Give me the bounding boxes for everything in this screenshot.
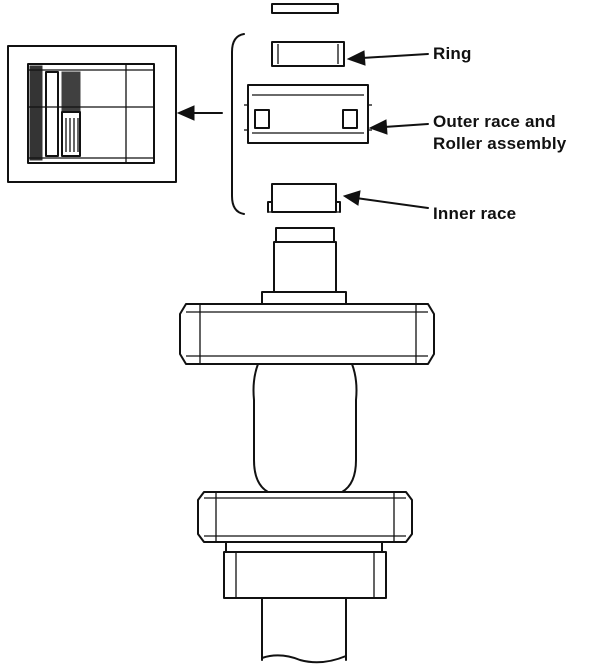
shaft-journal: [261, 227, 347, 305]
label-outer-race-line2: Roller assembly: [433, 134, 567, 153]
upper-wheel: [179, 303, 435, 365]
label-ring: Ring: [433, 44, 472, 63]
section-detail-inset: [7, 45, 177, 183]
group-bracket: [231, 33, 245, 215]
label-outer-race-line1: Outer race and: [433, 112, 556, 131]
outer-race-leader-arrow: [368, 119, 429, 135]
inner-race-part: [267, 183, 341, 213]
top-washer: [271, 3, 339, 14]
inset-pointer-arrow: [176, 105, 223, 121]
ring-leader-arrow: [346, 50, 429, 66]
lower-wheel: [197, 491, 413, 543]
inner-race-leader-arrow: [342, 190, 429, 209]
axle-body: [252, 363, 358, 493]
ring-part: [271, 41, 345, 67]
lower-collar: [223, 541, 387, 599]
label-inner-race: Inner race: [433, 204, 517, 223]
outer-race-roller-assembly: [244, 84, 372, 144]
shaft-stub: [261, 597, 347, 664]
